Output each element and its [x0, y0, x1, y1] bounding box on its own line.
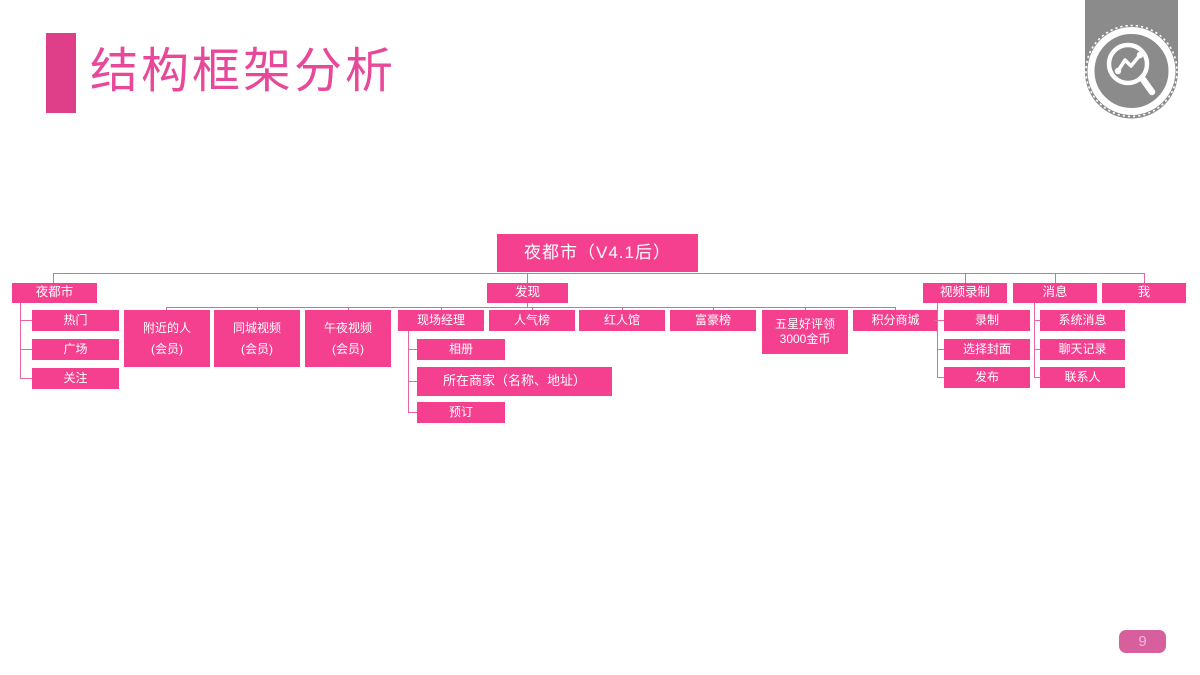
- node-record: 录制: [944, 310, 1030, 331]
- node-album: 相册: [417, 339, 505, 360]
- node-choose-cover: 选择封面: [944, 339, 1030, 360]
- connector-stub: [937, 349, 944, 350]
- node-points-mall: 积分商城: [853, 310, 938, 331]
- connector-tick: [348, 307, 349, 310]
- node-discover: 发现: [487, 283, 568, 303]
- connector-stub: [408, 381, 417, 382]
- connector-elbow-message: [1034, 303, 1035, 378]
- connector-stub: [408, 412, 417, 413]
- connector-stub: [934, 320, 944, 321]
- node-sublabel: (会员): [151, 341, 183, 356]
- connector-tick: [1144, 273, 1145, 283]
- page-number-badge: 9: [1119, 630, 1166, 653]
- magnifier-trend-logo-icon: [1085, 0, 1178, 119]
- node-system-message: 系统消息: [1040, 310, 1125, 331]
- page-title: 结构框架分析: [90, 45, 397, 98]
- node-nearby-people: 附近的人 (会员): [124, 310, 210, 367]
- node-message: 消息: [1013, 283, 1097, 303]
- connector-tick: [441, 307, 442, 310]
- connector-bus-level1: [53, 273, 1145, 274]
- node-booking: 预订: [417, 402, 505, 423]
- connector-stub: [1034, 377, 1041, 378]
- node-follow: 关注: [32, 368, 119, 389]
- connector-tick: [895, 307, 896, 310]
- node-contacts: 联系人: [1040, 367, 1125, 388]
- connector-stub: [20, 349, 32, 350]
- connector-elbow-video-record: [937, 303, 938, 378]
- connector-elbow-scene-manager: [408, 331, 409, 413]
- connector-tick: [257, 307, 258, 310]
- node-label: 同城视频: [232, 320, 281, 335]
- connector-stub: [408, 349, 417, 350]
- node-video-record: 视频录制: [923, 283, 1007, 303]
- node-city-video: 同城视频 (会员): [214, 310, 300, 367]
- connector-stub: [1034, 320, 1041, 321]
- connector-tick: [532, 307, 533, 310]
- node-publish: 发布: [944, 367, 1030, 388]
- title-accent-bar: [46, 33, 76, 113]
- connector-elbow-night-city: [20, 303, 21, 379]
- connector-tick: [53, 273, 54, 283]
- node-label: 五星好评领: [774, 317, 835, 331]
- connector-tick: [965, 273, 966, 283]
- connector-stub: [937, 377, 944, 378]
- node-scene-manager: 现场经理: [398, 310, 484, 331]
- connector-stub: [20, 378, 32, 379]
- connector-tick: [166, 307, 167, 310]
- connector-tick: [1055, 273, 1056, 283]
- node-merchant-info: 所在商家（名称、地址）: [417, 367, 612, 396]
- node-midnight-video: 午夜视频 (会员): [305, 310, 391, 367]
- connector-tick: [805, 307, 806, 310]
- node-night-city-root: 夜都市（V4.1后）: [497, 234, 698, 272]
- node-me: 我: [1102, 283, 1186, 303]
- node-label-line2: 3000金币: [779, 332, 831, 346]
- node-plaza: 广场: [32, 339, 119, 360]
- node-popularity-rank: 人气榜: [489, 310, 575, 331]
- connector-stub: [20, 320, 32, 321]
- connector-discover-drop: [527, 303, 528, 307]
- node-label: 附近的人: [142, 320, 191, 335]
- node-label: 午夜视频: [323, 320, 372, 335]
- node-five-star-reward: 五星好评领 3000金币: [762, 310, 848, 354]
- connector-bus-level2: [166, 307, 896, 308]
- connector-tick: [622, 307, 623, 310]
- node-chat-history: 聊天记录: [1040, 339, 1125, 360]
- node-night-city: 夜都市: [12, 283, 97, 303]
- connector-stub: [1034, 349, 1041, 350]
- node-rich-rank: 富豪榜: [670, 310, 756, 331]
- node-celebrity-hall: 红人馆: [579, 310, 665, 331]
- node-hot: 热门: [32, 310, 119, 331]
- node-sublabel: (会员): [332, 341, 364, 356]
- node-sublabel: (会员): [241, 341, 273, 356]
- connector-tick: [713, 307, 714, 310]
- connector-tick: [527, 273, 528, 283]
